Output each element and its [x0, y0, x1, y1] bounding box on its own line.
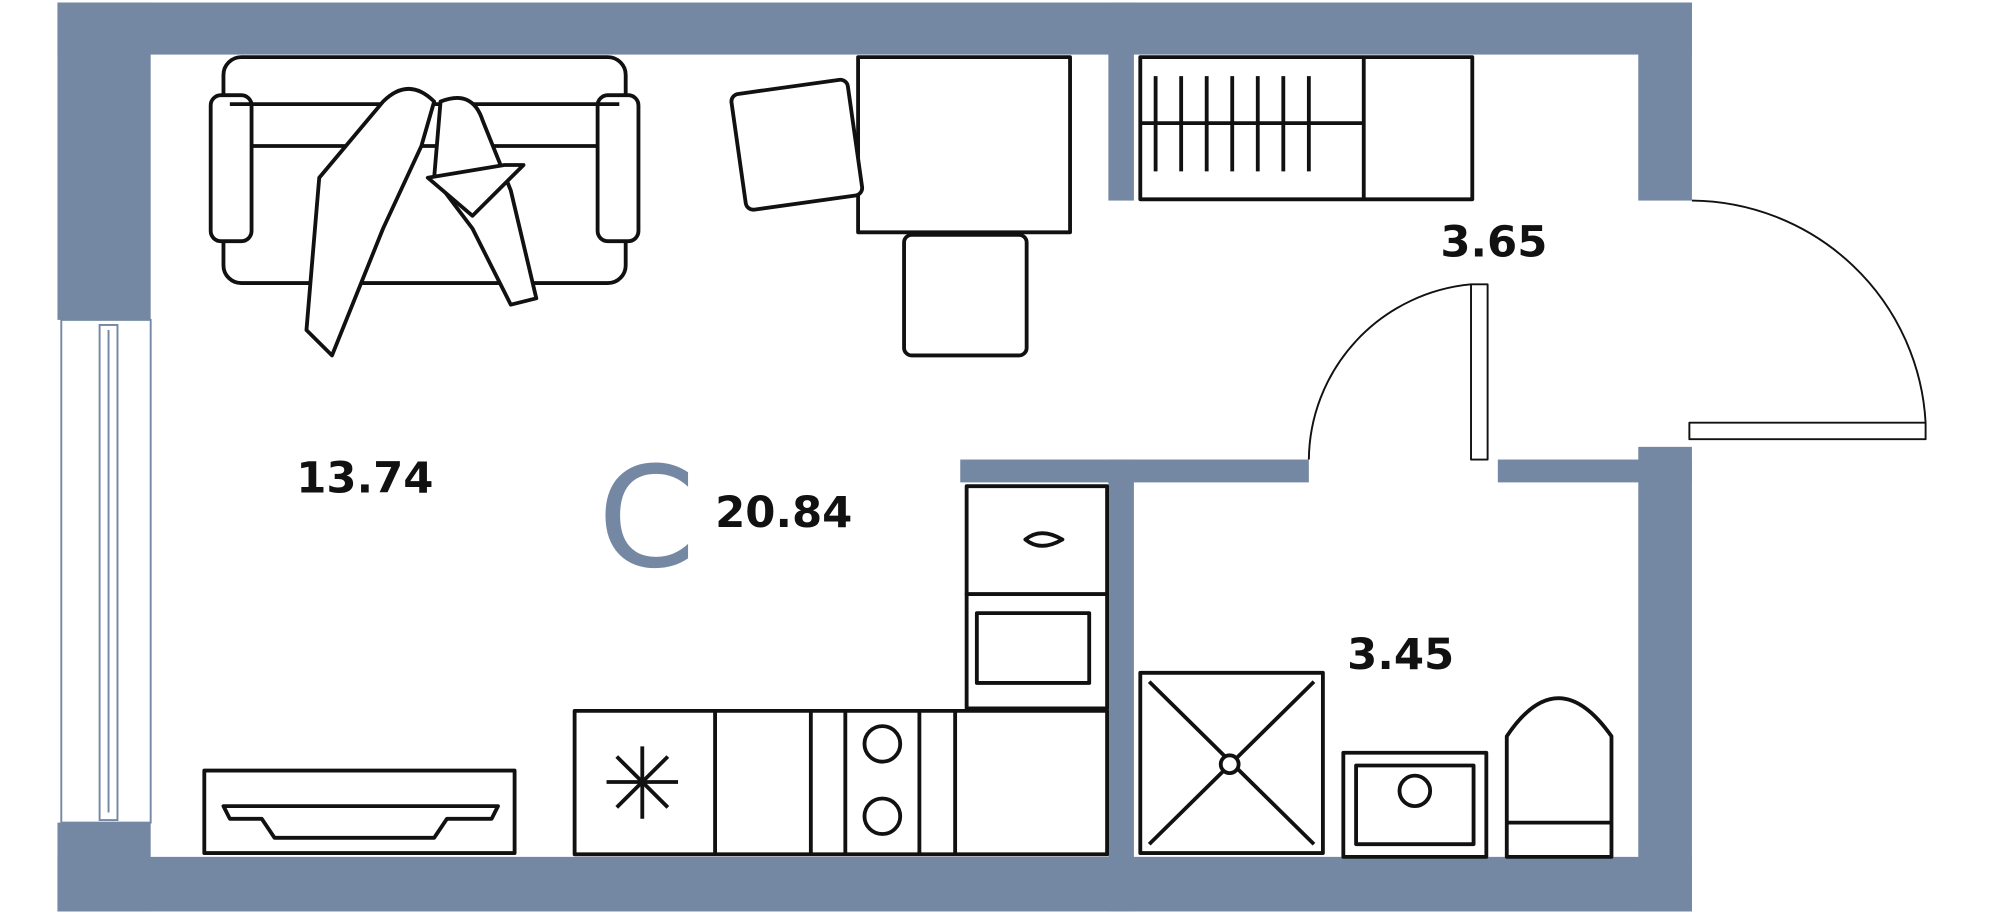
- snowflake-icon: [606, 746, 679, 819]
- hallway-area-label: 3.65: [1440, 218, 1547, 268]
- dining-table: [729, 55, 1072, 358]
- window: [60, 318, 152, 824]
- tv-stand: [202, 768, 517, 855]
- bathroom-door: [1307, 283, 1489, 461]
- living-room-area-label: 13.74: [296, 454, 433, 504]
- bathroom-fixtures: [1138, 670, 1614, 859]
- wardrobe: [1138, 55, 1475, 202]
- entrance-door: [1688, 199, 1927, 441]
- total-area-label: 20.84: [715, 488, 852, 538]
- sofa: [208, 55, 641, 285]
- people-illustration: [304, 87, 539, 358]
- bathroom-area-label: 3.45: [1347, 630, 1454, 680]
- logo-letter: C: [598, 438, 696, 601]
- walls: [57, 2, 1692, 912]
- kitchen: [572, 484, 1110, 857]
